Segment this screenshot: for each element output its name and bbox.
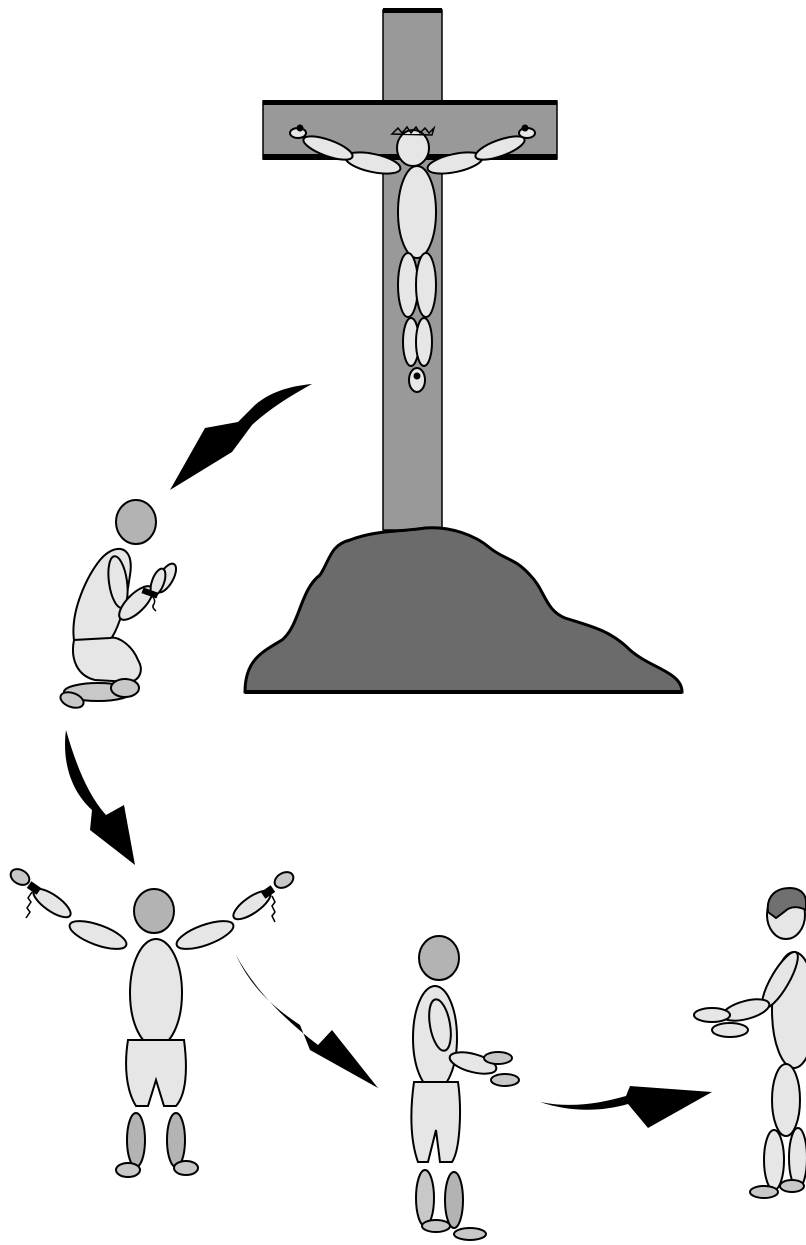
- right-foot: [780, 1180, 804, 1192]
- receiving-figure: [694, 888, 806, 1198]
- right-foot: [454, 1228, 486, 1240]
- arrow-kneeling-to-freed: [65, 730, 135, 865]
- torso: [398, 166, 436, 258]
- arrow-walking-to-receiving: [540, 1086, 712, 1128]
- shorts: [411, 1082, 460, 1162]
- arrow-freed-to-walking: [236, 955, 378, 1088]
- head: [116, 500, 156, 544]
- thigh: [772, 1064, 800, 1136]
- hill: [245, 528, 682, 692]
- left-foot: [422, 1220, 450, 1232]
- walking-figure: [411, 936, 519, 1240]
- arrow-cross-to-kneeling: [170, 384, 312, 490]
- foot-nail: [415, 374, 420, 379]
- cross-beam-top-edge: [263, 100, 557, 105]
- left-foot: [750, 1186, 778, 1198]
- head: [134, 889, 174, 933]
- left-shin: [416, 1170, 434, 1226]
- right-shin: [167, 1113, 185, 1167]
- knee: [111, 679, 139, 697]
- chain-icon: [152, 596, 156, 611]
- right-thigh: [416, 253, 436, 317]
- hand-upper: [484, 1052, 512, 1064]
- head: [419, 936, 459, 980]
- left-hand: [8, 866, 32, 888]
- shorts: [126, 1040, 186, 1106]
- right-shin: [789, 1128, 806, 1188]
- cross-top-cap: [383, 8, 442, 13]
- left-upper-arm: [66, 915, 129, 954]
- feet: [409, 368, 425, 392]
- right-hand: [272, 869, 296, 891]
- kneeling-figure: [58, 500, 180, 711]
- hand-lower: [491, 1074, 519, 1086]
- right-upper-arm: [173, 915, 236, 954]
- left-foot: [116, 1163, 140, 1177]
- right-nail: [523, 126, 528, 131]
- left-nail: [298, 126, 303, 131]
- hand-lower: [712, 1023, 748, 1037]
- right-shin: [445, 1172, 463, 1228]
- left-shin: [127, 1113, 145, 1167]
- forearm: [720, 995, 771, 1025]
- left-broken-chain-icon: [26, 892, 32, 918]
- hill-base-line: [245, 690, 682, 694]
- crucified-figure: [290, 126, 535, 393]
- freed-figure: [8, 866, 296, 1177]
- right-broken-chain-icon: [272, 896, 275, 922]
- torso: [130, 939, 182, 1047]
- hand-upper: [694, 1008, 730, 1022]
- left-shin: [764, 1130, 784, 1190]
- right-shin: [416, 318, 432, 366]
- thighs: [73, 638, 141, 682]
- right-foot: [174, 1161, 198, 1175]
